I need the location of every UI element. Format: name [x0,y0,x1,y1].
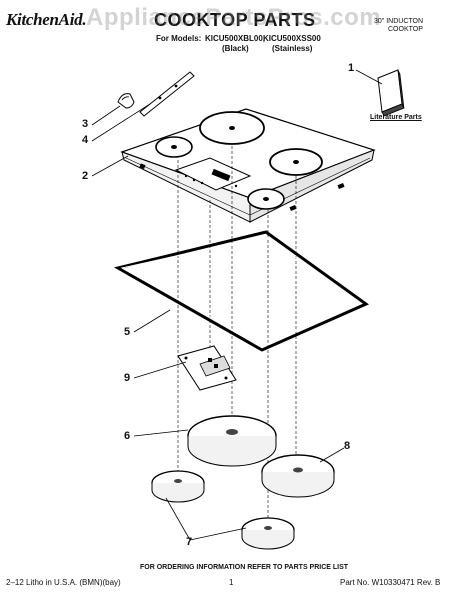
watermark: AppliancePartsPros.com [86,4,382,31]
callout-4: 4 [82,134,89,146]
model-color-stainless: (Stainless) [272,44,313,53]
model-color-black: (Black) [222,44,249,53]
page-title: COOKTOP PARTS [154,10,316,30]
cooktop-gasket[interactable] [113,230,370,352]
leader-lines [91,69,383,541]
literature-parts-label: Literature Parts [370,114,422,121]
callout-6: 6 [124,430,131,442]
product-type-line2: COOKTOP [388,26,423,33]
litho-info: 2–12 Litho in U.S.A. (BMN)(bay) [6,578,121,587]
callout-8: 8 [344,440,351,452]
cooktop-assembly[interactable] [120,108,376,223]
callout-5: 5 [124,326,131,338]
ordering-note: FOR ORDERING INFORMATION REFER TO PARTS … [140,564,349,571]
mounting-clip[interactable] [117,93,135,109]
page-number: 1 [229,578,234,587]
product-type-line1: 30" INDUCTON [374,18,424,25]
medium-induction-element[interactable] [261,454,335,498]
model-number-black: KICU500XBL00, [205,34,266,43]
literature-booklet[interactable] [377,69,405,117]
callout-1: 1 [348,62,355,74]
model-number-stainless: KICU500XSS00 [263,34,321,43]
large-induction-element[interactable] [187,415,277,467]
callout-3: 3 [82,118,89,130]
callout-9: 9 [124,372,131,384]
mounting-bracket[interactable] [139,71,195,117]
brand-logo: KitchenAid. [6,10,87,29]
small-induction-element-left[interactable] [151,470,205,503]
small-induction-element-right[interactable] [241,517,295,550]
part-number: Part No. W10330471 Rev. B [340,578,441,587]
control-board-bracket[interactable] [177,345,237,391]
callout-7: 7 [186,536,193,548]
models-label: For Models: [156,34,202,43]
callout-2: 2 [82,170,89,182]
